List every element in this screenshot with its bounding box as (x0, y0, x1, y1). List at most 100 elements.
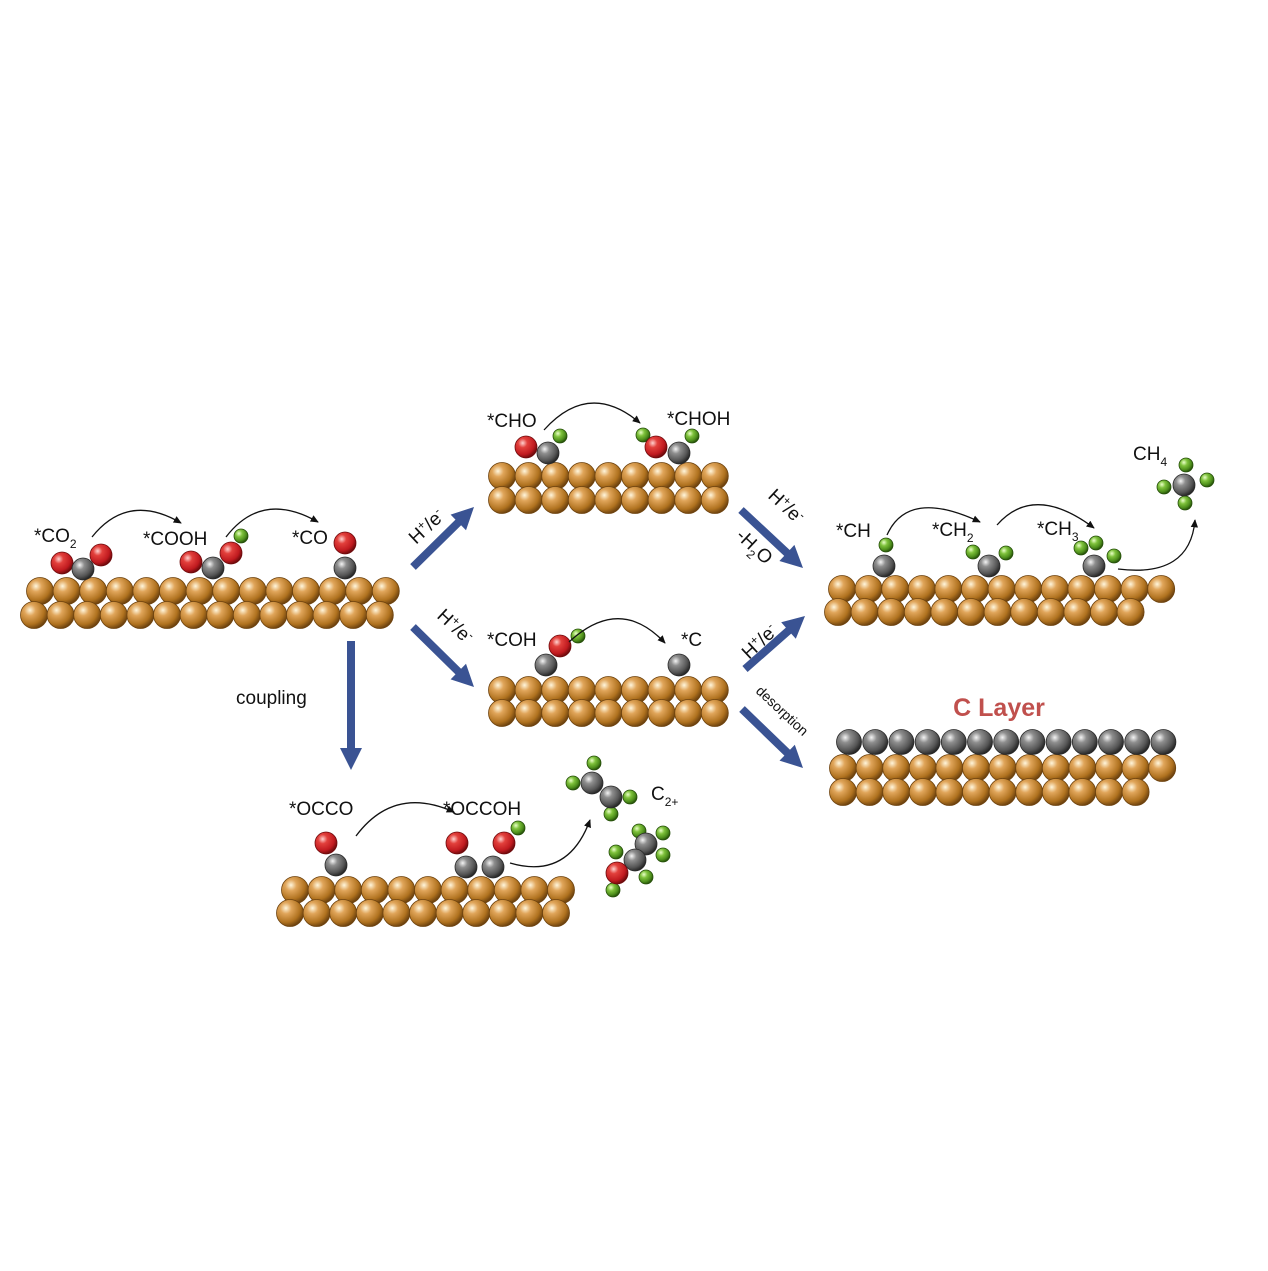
copper-atom (961, 575, 989, 603)
hydrogen-atom (233, 528, 249, 544)
copper-atom (962, 778, 990, 806)
reaction-arrow (739, 706, 803, 768)
label-cooh: *COOH (143, 529, 207, 550)
copper-atom (26, 577, 54, 605)
hydrogen-atom (1177, 495, 1193, 511)
oxygen-atom (445, 831, 469, 855)
copper-atom (105, 577, 134, 605)
carbon-atom (667, 653, 691, 677)
carbon-atom (977, 554, 1001, 578)
copper-atom (547, 876, 575, 904)
copper-atom (1148, 754, 1177, 782)
oxygen-atom (179, 550, 203, 574)
copper-atom (700, 486, 729, 514)
c-layer-title: C Layer (953, 694, 1045, 722)
copper-atom (1095, 754, 1123, 782)
oxygen-atom (333, 531, 357, 555)
copper-atom (382, 899, 411, 927)
label-c: *C (681, 630, 702, 651)
label-co: *CO (292, 528, 328, 549)
label-c2plus: C2+ (651, 784, 678, 809)
copper-atom (409, 899, 437, 927)
copper-atom (355, 899, 384, 927)
label-ch: *CH (836, 521, 871, 542)
copper-atom (855, 778, 884, 806)
copper-atom (674, 699, 703, 727)
carbon-atom (862, 729, 889, 755)
copper-atom (212, 577, 241, 605)
oxygen-atom (314, 831, 338, 855)
curved-transition-arrows (91, 402, 1198, 868)
label-cho: *CHO (487, 411, 537, 432)
copper-atom (647, 462, 676, 490)
hydrogen-atom (552, 428, 568, 444)
copper-atom (621, 462, 649, 490)
curved-arrow (509, 819, 591, 868)
reagent-h-e-upper-right: H+/e- (764, 484, 809, 529)
copper-atom (908, 778, 937, 806)
copper-atom (435, 899, 464, 927)
hydrogen-atom (586, 755, 602, 771)
copper-atom (515, 899, 544, 927)
copper-atom (488, 699, 516, 727)
label-occoh: *OCCOH (443, 799, 521, 820)
carbon-atom (1082, 554, 1106, 578)
copper-atom (1067, 575, 1096, 603)
carbon-atom (1071, 729, 1098, 755)
carbon-atom (872, 554, 896, 578)
carbon-atom (536, 441, 560, 465)
carbon-atom (454, 855, 478, 879)
copper-atom (1116, 598, 1145, 626)
reagent-h-e-lower-right: H+/e- (737, 619, 782, 664)
copper-atom (345, 577, 374, 605)
copper-atom (907, 575, 936, 603)
copper-atom (276, 899, 304, 927)
copper-atom (987, 575, 1016, 603)
copper-atom (318, 577, 347, 605)
carbon-atom (967, 729, 993, 755)
carbon-atom (1098, 729, 1124, 755)
copper-atom (153, 601, 181, 629)
carbon-atom (1124, 729, 1151, 755)
reagent-h-e-lower-left: H+/e- (433, 604, 478, 649)
copper-atom (621, 699, 649, 727)
oxygen-atom (89, 543, 113, 567)
copper-atom (541, 462, 570, 490)
copper-atom (1041, 754, 1070, 782)
copper-atom (594, 462, 623, 490)
copper-atom (824, 598, 852, 626)
copper-atom (1040, 575, 1069, 603)
copper-atom (339, 601, 368, 629)
carbon-atom (201, 556, 225, 580)
label-coh: *COH (487, 630, 537, 651)
reaction-arrow (410, 624, 474, 687)
copper-atom (988, 754, 1017, 782)
hydrogen-atom (655, 847, 671, 863)
oxygen-atom (514, 435, 538, 459)
adsorbate-molecules (50, 427, 1215, 898)
copper-atom (281, 876, 309, 904)
hydrogen-atom (1073, 540, 1089, 556)
reaction-arrows (340, 507, 805, 770)
hydrogen-atom (1199, 472, 1215, 488)
copper-atom (829, 778, 857, 806)
copper-atom (365, 601, 394, 629)
copper-atom (567, 699, 596, 727)
curved-arrow (886, 507, 981, 536)
carbon-atom (667, 441, 691, 465)
hydrogen-atom (1106, 548, 1122, 564)
copper-atom (1090, 598, 1118, 626)
copper-atom (259, 601, 288, 629)
copper-atom (52, 577, 81, 605)
copper-atom (265, 577, 294, 605)
hydrogen-atom (635, 427, 651, 443)
carbon-atom (634, 832, 658, 856)
carbon-atom (534, 653, 558, 677)
hydrogen-atom (608, 844, 624, 860)
carbon-atom (481, 855, 505, 879)
hydrogen-atom (1088, 535, 1104, 551)
carbon-atom (914, 729, 941, 755)
copper-atom (882, 754, 911, 782)
copper-atom (983, 598, 1012, 626)
copper-atom (206, 601, 235, 629)
